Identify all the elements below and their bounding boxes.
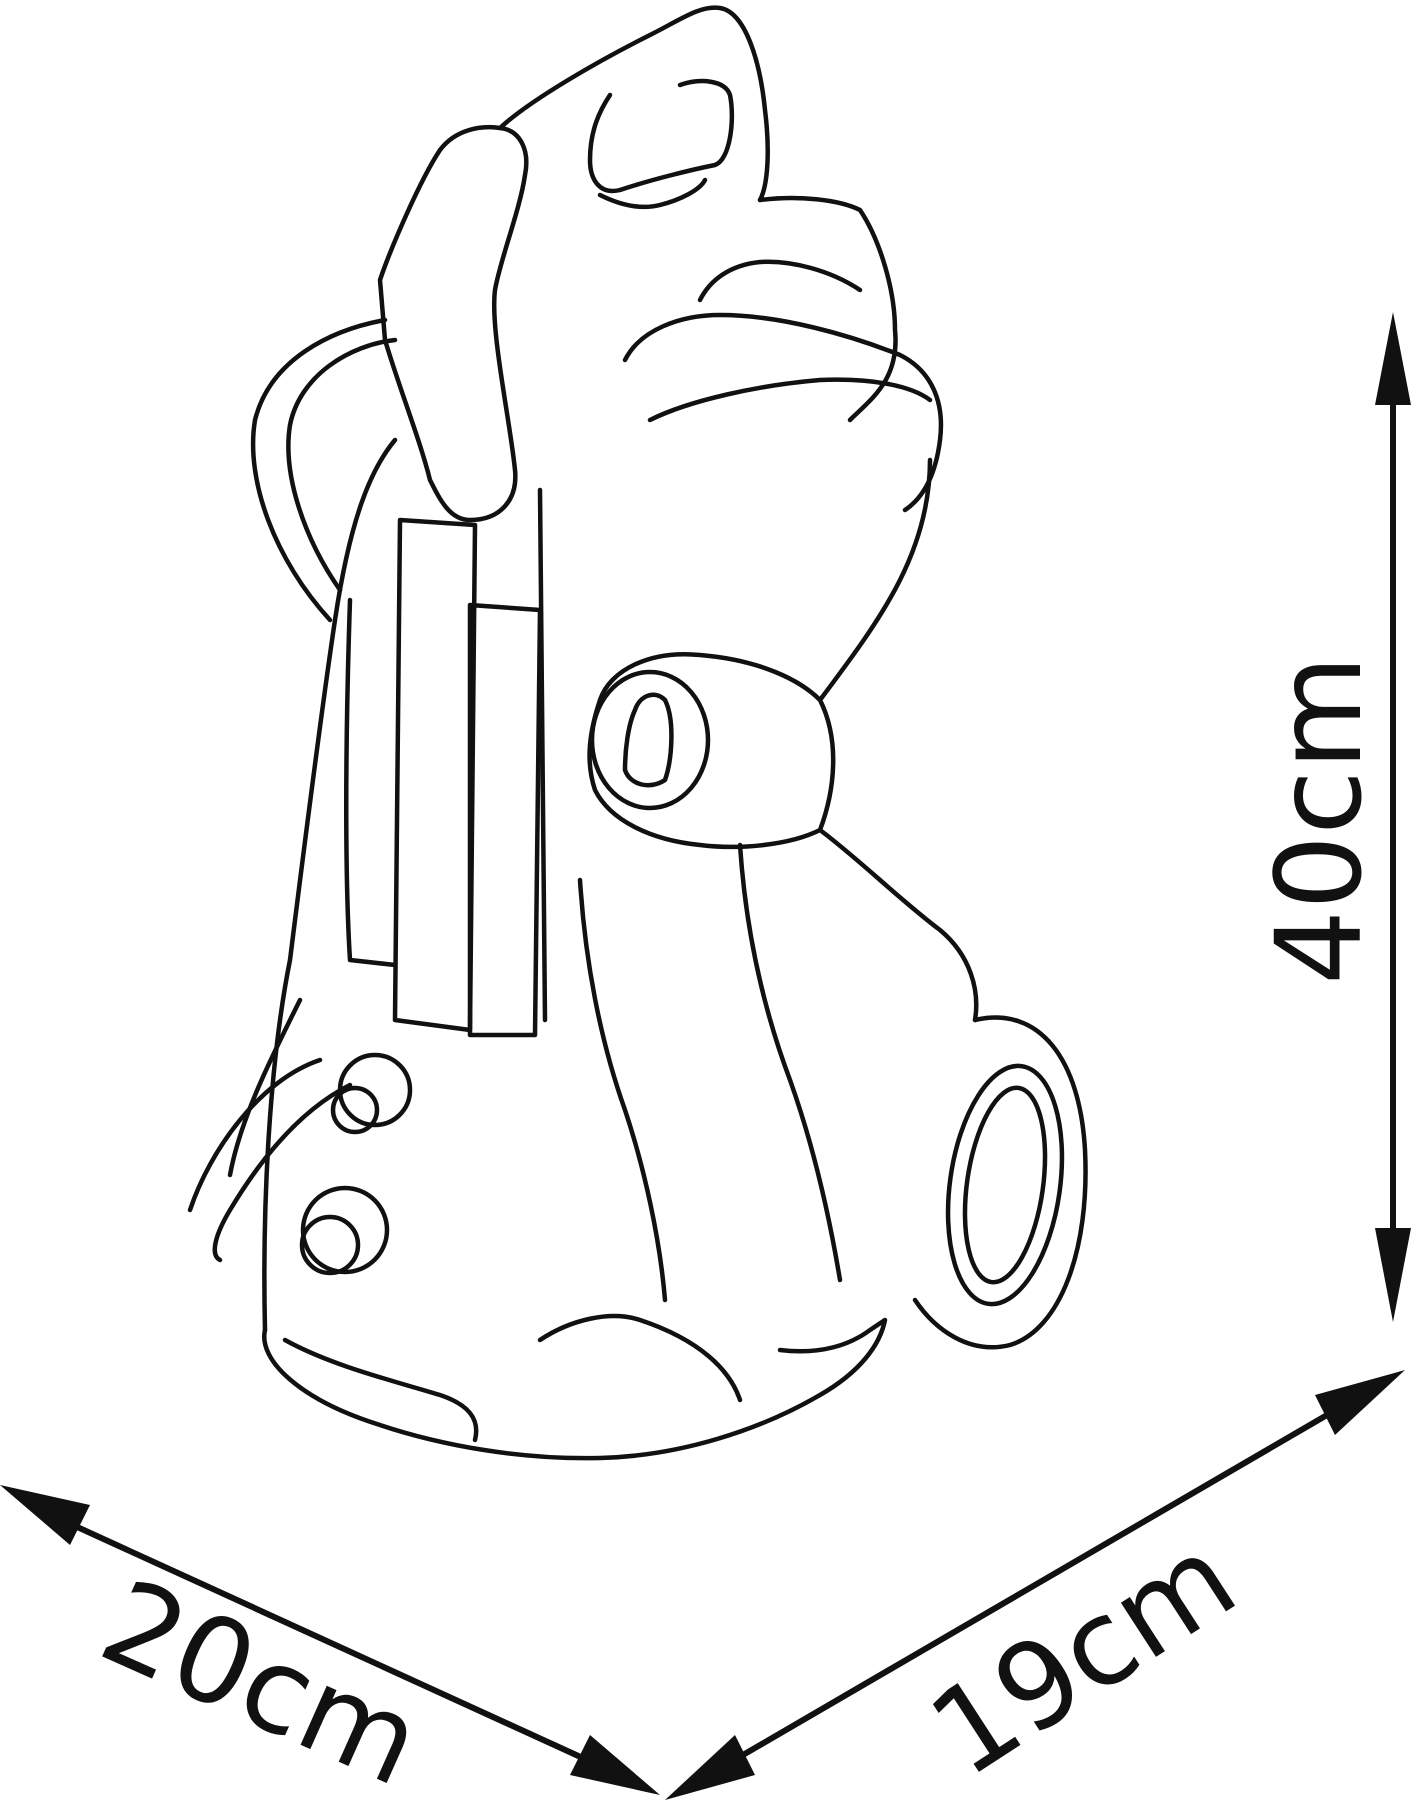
depth-arrow-left [665,1735,755,1800]
depth-label: 19cm [907,1508,1259,1803]
width-arrow-left [0,1485,90,1545]
depth-arrow-line [698,1387,1372,1783]
width-label: 20cm [83,1552,441,1803]
height-label: 40cm [1250,655,1388,985]
width-arrow-right [570,1735,660,1795]
depth-dimension: 19cm [665,1370,1405,1803]
height-dimension: 40cm [1250,312,1411,1322]
height-arrow-bottom [1375,1228,1411,1322]
pressure-washer-illustration [187,5,1088,1461]
width-dimension: 20cm [0,1485,660,1803]
width-arrow-line [38,1507,622,1778]
height-arrow-top [1375,312,1411,405]
depth-arrow-right [1315,1370,1405,1435]
